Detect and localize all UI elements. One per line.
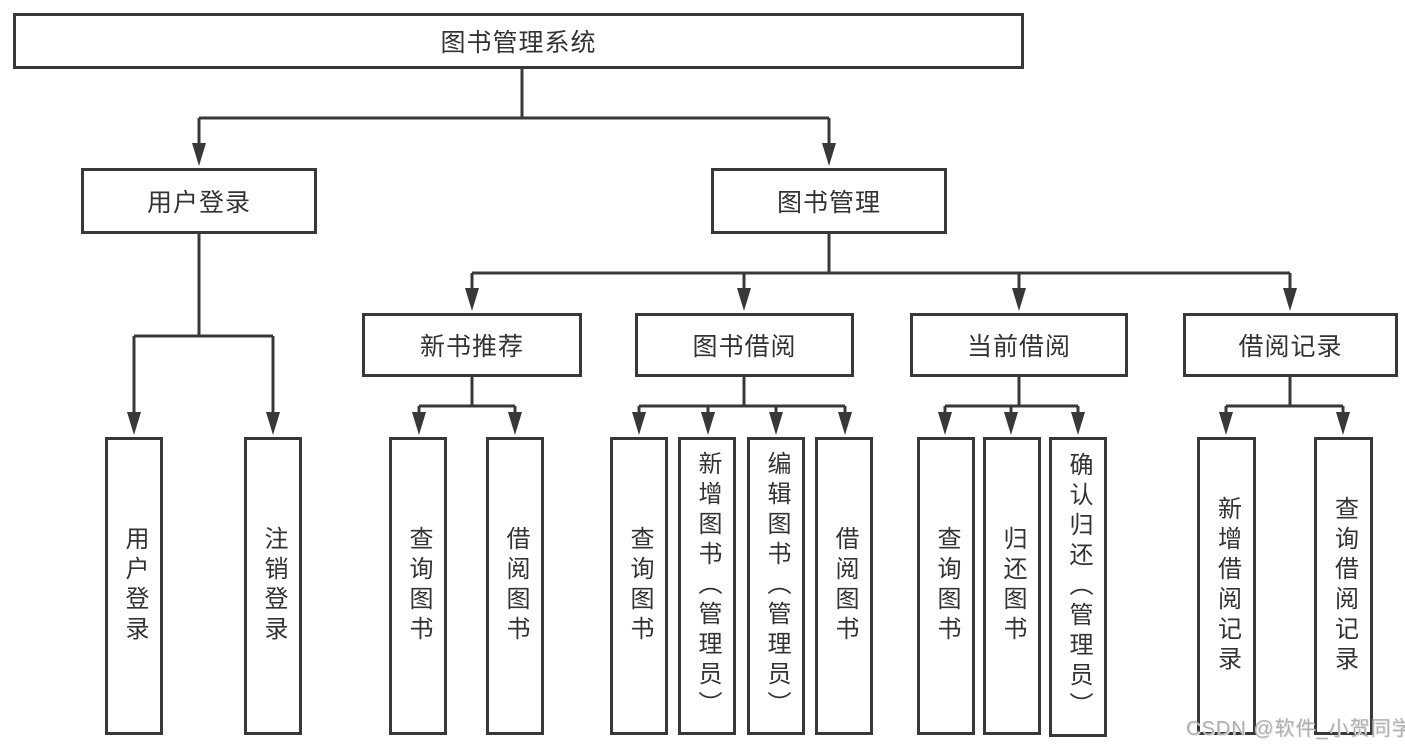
leaf-current-query-book-label: 查询图书 <box>933 526 960 646</box>
leaf-records-add-record-label: 新增借阅记录 <box>1213 496 1241 676</box>
leaf-current-confirm-return-admin: 确认归还（管理员） <box>1049 437 1107 737</box>
leaf-borrow-edit-book-admin-label: 编辑图书（管理员） <box>763 451 790 721</box>
leaf-current-query-book: 查询图书 <box>917 437 975 735</box>
leaf-borrow-query-book: 查询图书 <box>610 437 668 735</box>
leaf-current-return-book-label: 归还图书 <box>999 526 1026 646</box>
leaf-records-add-record: 新增借阅记录 <box>1197 437 1256 735</box>
leaf-records-query-record: 查询借阅记录 <box>1314 437 1373 735</box>
leaf-logout-label: 注销登录 <box>260 526 287 646</box>
leaf-recommend-borrow-book-label: 借阅图书 <box>502 526 529 646</box>
leaf-borrow-add-book-admin-label: 新增图书（管理员） <box>694 451 721 721</box>
csdn-watermark: CSDN @软件_小贺同学 <box>1186 718 1405 740</box>
leaf-recommend-borrow-book: 借阅图书 <box>486 437 544 735</box>
node-current-borrow: 当前借阅 <box>910 313 1128 377</box>
node-user-login: 用户登录 <box>81 168 317 234</box>
node-borrow-records: 借阅记录 <box>1183 313 1398 377</box>
leaf-borrow-edit-book-admin: 编辑图书（管理员） <box>747 437 805 735</box>
leaf-current-return-book: 归还图书 <box>983 437 1041 735</box>
leaf-records-query-record-label: 查询借阅记录 <box>1330 496 1358 676</box>
leaf-user-login-label: 用户登录 <box>121 526 148 646</box>
node-root-library-system: 图书管理系统 <box>13 13 1024 69</box>
node-new-book-recommend: 新书推荐 <box>362 313 582 377</box>
leaf-borrow-borrow-book-label: 借阅图书 <box>831 526 858 646</box>
leaf-current-confirm-return-admin-label: 确认归还（管理员） <box>1065 452 1092 722</box>
leaf-recommend-query-book-label: 查询图书 <box>405 526 432 646</box>
node-book-management: 图书管理 <box>711 168 947 234</box>
leaf-user-login: 用户登录 <box>105 437 163 735</box>
leaf-recommend-query-book: 查询图书 <box>389 437 447 735</box>
leaf-borrow-query-book-label: 查询图书 <box>626 526 653 646</box>
leaf-borrow-borrow-book: 借阅图书 <box>815 437 873 735</box>
node-book-borrow: 图书借阅 <box>635 313 854 377</box>
leaf-borrow-add-book-admin: 新增图书（管理员） <box>678 437 736 735</box>
leaf-logout: 注销登录 <box>244 437 302 735</box>
